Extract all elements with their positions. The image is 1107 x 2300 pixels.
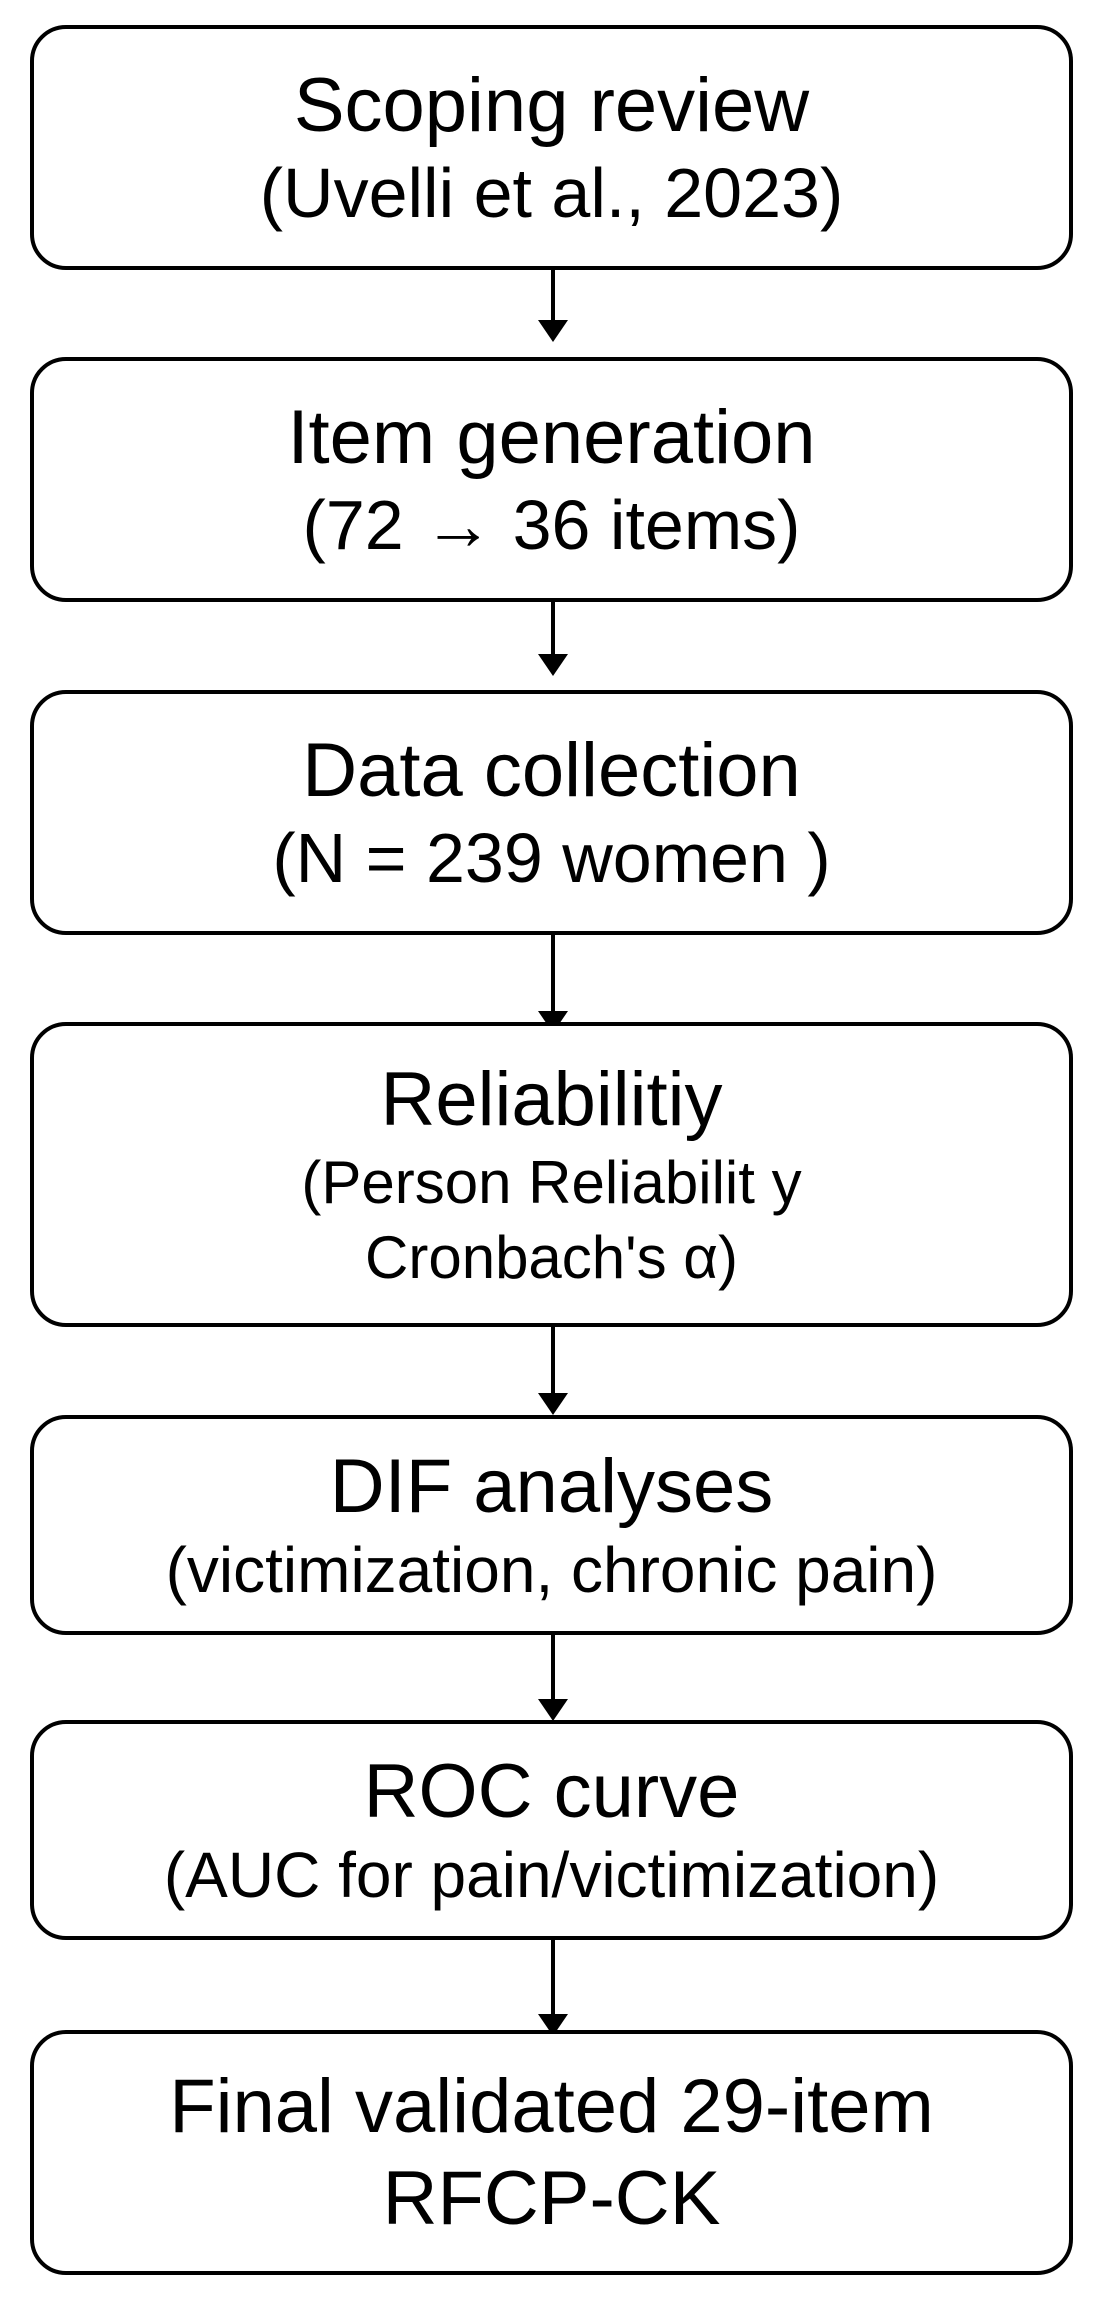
step-box-scoping-review: Scoping review (Uvelli et al., 2023) — [30, 25, 1073, 270]
step-title: DIF analyses — [329, 1444, 774, 1529]
step-detail: (AUC for pain/victimization) — [163, 1839, 940, 1912]
step-detail: (Person Reliabilit y — [301, 1149, 802, 1217]
step-title: Final validated 29-item — [169, 2064, 934, 2150]
step-detail: (72 → 36 items) — [302, 486, 801, 565]
step-box-final: Final validated 29-item RFCP-CK — [30, 2030, 1073, 2275]
step-title: Item generation — [287, 394, 816, 480]
step-box-data-collection: Data collection (N = 239 women ) — [30, 690, 1073, 935]
step-detail: (Uvelli et al., 2023) — [259, 154, 844, 233]
step-title: Data collection — [302, 727, 801, 813]
step-detail: (N = 239 women ) — [272, 819, 831, 898]
step-title: ROC curve — [363, 1749, 740, 1834]
step-detail: RFCP-CK — [382, 2155, 721, 2241]
step-title: Reliabilitiy — [380, 1056, 723, 1142]
step-detail: Cronbach's α) — [365, 1224, 738, 1292]
step-box-roc-curve: ROC curve (AUC for pain/victimization) — [30, 1720, 1073, 1940]
step-box-reliability: Reliabilitiy (Person Reliabilit y Cronba… — [30, 1022, 1073, 1327]
step-title: Scoping review — [293, 62, 810, 148]
step-detail: (victimization, chronic pain) — [165, 1534, 938, 1607]
step-box-dif-analyses: DIF analyses (victimization, chronic pai… — [30, 1415, 1073, 1635]
step-box-item-generation: Item generation (72 → 36 items) — [30, 357, 1073, 602]
